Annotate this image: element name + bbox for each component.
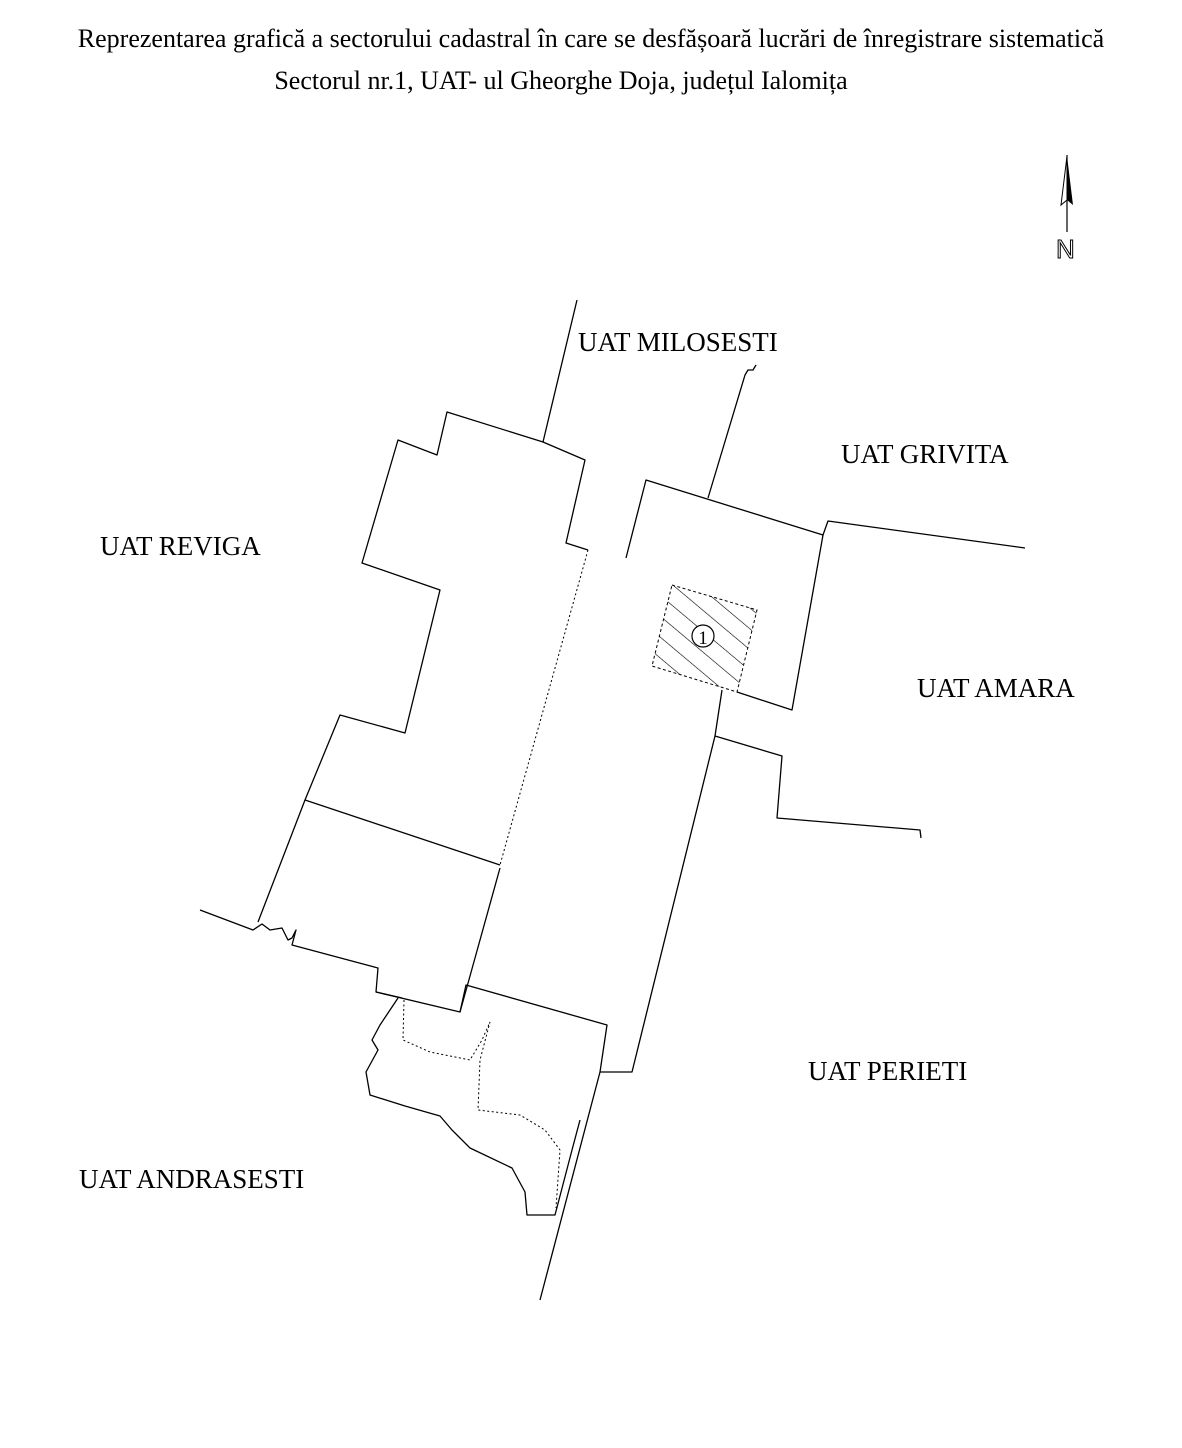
- label-uat-perieti: UAT PERIETI: [808, 1056, 967, 1086]
- dotted-line-south-inner: [402, 999, 561, 1209]
- north-arrow-icon: [1060, 155, 1073, 232]
- label-uat-reviga: UAT REVIGA: [100, 531, 261, 561]
- boundary-grivita-amara: [822, 520, 1026, 549]
- sector-1-circle: [691, 624, 715, 648]
- boundary-south-lobe: [365, 997, 581, 1216]
- map-subtitle: Sectorul nr.1, UAT- ul Gheorghe Doja, ju…: [274, 66, 848, 95]
- label-uat-andrasesti: UAT ANDRASESTI: [79, 1164, 304, 1194]
- boundary-southwest: [199, 867, 501, 1013]
- boundary-milosesti-grivita: [707, 364, 757, 499]
- dotted-line-central: [499, 549, 589, 866]
- north-letter: N: [1056, 234, 1075, 264]
- label-uat-amara: UAT AMARA: [917, 673, 1075, 703]
- boundary-west-block: [257, 411, 589, 923]
- label-uat-grivita: UAT GRIVITA: [841, 439, 1009, 469]
- boundary-internal-division: [304, 799, 501, 866]
- label-uat-milosesti: UAT MILOSESTI: [578, 327, 778, 357]
- map-title: Reprezentarea grafică a sectorului cadas…: [77, 24, 1105, 53]
- sector-1-number: 1: [698, 628, 708, 649]
- boundary-milosesti-line: [542, 299, 578, 443]
- boundary-east-long: [539, 689, 922, 1301]
- boundary-south-strip: [375, 984, 608, 1073]
